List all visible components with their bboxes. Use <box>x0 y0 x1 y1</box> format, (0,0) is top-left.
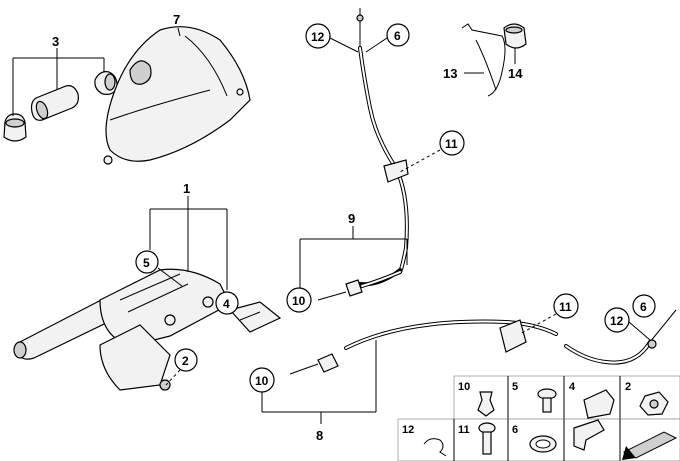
callout-12a-circle <box>305 23 331 49</box>
leader-11b <box>519 313 557 335</box>
parts-table: 10 5 4 2 12 11 6 <box>397 375 680 461</box>
callout-8: 8 <box>316 428 323 443</box>
clip-icon <box>573 419 605 451</box>
callout-5: 5 <box>143 256 150 270</box>
leader-12a <box>329 37 359 53</box>
callout-4: 4 <box>223 297 230 311</box>
leader-8 <box>261 340 377 424</box>
table-num-6: 6 <box>512 424 518 436</box>
callout-14: 14 <box>508 66 523 81</box>
callout-11b-circle <box>553 293 579 319</box>
callout-11a: 11 <box>445 137 458 151</box>
callout-10b-circle <box>249 367 275 393</box>
callout-2-circle <box>174 348 198 372</box>
table-num-11: 11 <box>458 424 470 436</box>
callout-12b: 12 <box>610 314 624 328</box>
top-cable <box>356 8 409 287</box>
table-num-2: 2 <box>625 381 631 393</box>
table-num-4: 4 <box>569 381 576 393</box>
callout-7: 7 <box>173 12 180 27</box>
leader-3 <box>12 48 105 116</box>
part-1-lever-assembly <box>13 268 282 391</box>
expanding-rivet-icon <box>477 391 495 417</box>
part-7-cover <box>103 26 251 165</box>
callout-9: 9 <box>348 211 355 226</box>
callout-2: 2 <box>182 354 189 368</box>
part-14-grommet <box>503 23 527 49</box>
callout-6a: 6 <box>394 29 401 43</box>
leader-9 <box>299 226 408 288</box>
callout-1: 1 <box>183 181 190 196</box>
part-3-sleeve-set <box>3 71 118 142</box>
table-num-10: 10 <box>458 381 470 393</box>
clip-holder-icon <box>583 389 615 419</box>
leader-5 <box>157 267 183 287</box>
callout-10a-circle <box>286 287 312 313</box>
leader-12b <box>628 321 651 341</box>
callout-12a: 12 <box>311 30 325 44</box>
table-num-12: 12 <box>402 424 414 436</box>
retaining-clip-icon <box>423 438 447 457</box>
callout-6a-circle <box>386 23 410 47</box>
leader-11a <box>399 149 441 173</box>
part-9-cable <box>317 270 402 301</box>
callout-6b-circle <box>632 294 656 318</box>
callout-12b-circle <box>604 307 630 333</box>
leader-7 <box>177 27 181 37</box>
table-num-5: 5 <box>512 381 518 393</box>
part-8-cable <box>289 309 677 375</box>
callout-5-circle <box>135 250 159 274</box>
callout-6b: 6 <box>640 300 647 314</box>
leader-1 <box>149 196 228 290</box>
callout-10a: 10 <box>292 294 306 308</box>
callout-11b: 11 <box>559 300 572 314</box>
callout-4-circle <box>215 291 239 315</box>
callout-11a-circle <box>439 130 465 156</box>
leader-6a <box>365 37 388 53</box>
callout-3: 3 <box>52 34 59 49</box>
part-13-bracket <box>461 23 506 97</box>
callout-13: 13 <box>443 66 457 81</box>
callout-10b: 10 <box>255 374 269 388</box>
